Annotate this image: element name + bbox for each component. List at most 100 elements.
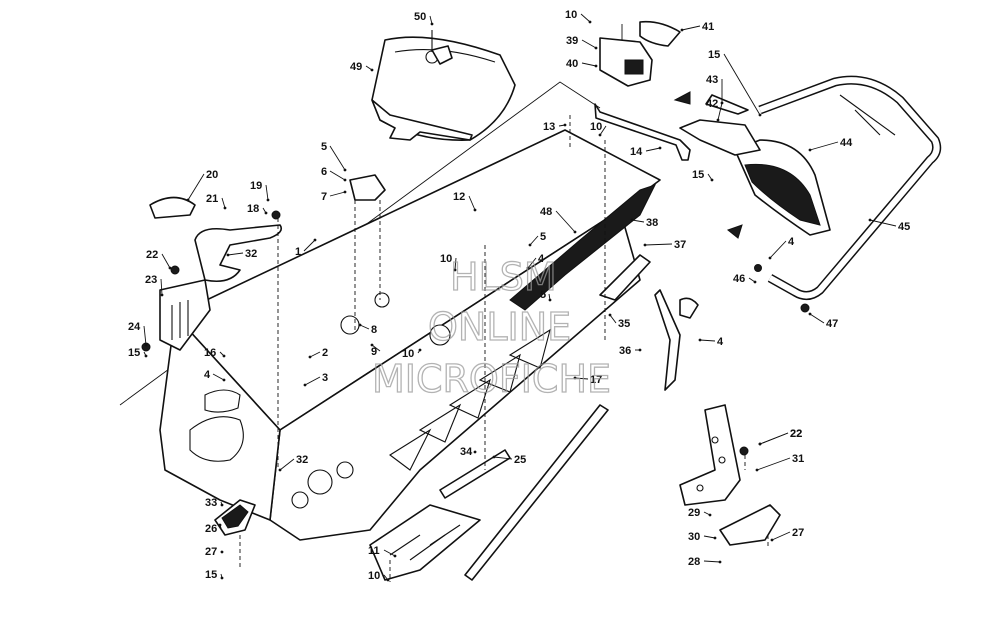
callout-leader-tip <box>573 230 577 234</box>
storage-bag <box>371 30 516 141</box>
callout-leader-tip <box>710 178 714 182</box>
callout-leader-tip <box>594 46 598 50</box>
callout-leader-tip <box>370 68 374 72</box>
callout-leader-tip <box>430 22 434 26</box>
callout-label: 4 <box>788 236 795 248</box>
callout-leader-tip <box>548 298 552 302</box>
callout-leader-tip <box>343 190 347 194</box>
callout-label: 10 <box>402 348 414 360</box>
callout-leader-tip <box>223 206 227 210</box>
callout-label: 4 <box>717 336 724 348</box>
callout-leader <box>221 197 226 209</box>
callout-label: 27 <box>205 546 217 558</box>
callout-leader <box>304 376 321 386</box>
callout-leader <box>581 62 597 67</box>
rear-flap <box>679 94 831 236</box>
callout-leader <box>703 535 716 539</box>
callout-label: 20 <box>206 169 218 181</box>
callout-leader <box>631 219 645 223</box>
callout-leader <box>699 339 716 342</box>
callout-leader-tip <box>608 313 612 317</box>
callout-label: 28 <box>688 556 700 568</box>
callout-leader-tip <box>453 268 457 272</box>
callout-label: 19 <box>250 180 262 192</box>
callout-label: 17 <box>590 374 602 386</box>
callout-label: 22 <box>790 428 802 440</box>
callout-leader-tip <box>698 338 702 342</box>
callout-leader <box>555 210 576 233</box>
callout-leader-tip <box>768 256 772 260</box>
callout-leader <box>329 191 346 197</box>
callout-label: 23 <box>145 274 157 286</box>
callout-label: 8 <box>371 324 377 336</box>
callout-label: 14 <box>630 146 643 158</box>
callout-label: 36 <box>619 345 631 357</box>
callout-leader <box>703 560 721 563</box>
callout-leader-tip <box>343 178 347 182</box>
callout-label: 30 <box>688 531 700 543</box>
callout-label: 12 <box>453 191 465 203</box>
callout-leader-tip <box>630 218 634 222</box>
callout-label: 10 <box>440 253 452 265</box>
callout-label: 15 <box>692 169 704 181</box>
callout-label: 26 <box>205 523 217 535</box>
callout-label: 49 <box>350 61 362 73</box>
callout-leader <box>454 257 457 271</box>
callout-leader-tip <box>594 64 598 68</box>
foot-pad <box>214 499 256 536</box>
watermark: HLSM ONLINE MICROFICHE <box>371 254 611 401</box>
callout-leader <box>329 170 346 181</box>
callout-leader-tip <box>753 280 757 284</box>
callout-label: 4 <box>204 369 211 381</box>
callout-label: 3 <box>322 372 328 384</box>
callout-leader-tip <box>868 218 872 222</box>
dashed-assembly-lines <box>239 115 769 582</box>
callout-leader-tip <box>343 168 347 172</box>
callout-leader <box>329 145 346 171</box>
callout-label: 2 <box>322 347 328 359</box>
callout-label: 6 <box>321 166 327 178</box>
front-grip <box>149 196 283 351</box>
callout-leader-tip <box>278 468 282 472</box>
callout-leader <box>265 184 269 201</box>
rail-bar <box>439 404 609 581</box>
callout-label: 50 <box>414 11 426 23</box>
callout-leader <box>493 456 513 460</box>
callout-leader-tip <box>226 253 230 257</box>
callout-leader-tip <box>643 243 647 247</box>
callout-leader-tip <box>220 576 224 580</box>
callout-leader <box>529 235 539 246</box>
callout-label: 34 <box>460 446 473 458</box>
callout-leader-tip <box>808 312 812 316</box>
callout-label: 15 <box>205 569 217 581</box>
callout-leader-tip <box>528 243 532 247</box>
callout-leader-tip <box>755 468 759 472</box>
callout-leader <box>574 377 589 380</box>
callout-leader <box>212 373 225 381</box>
callout-label: 29 <box>688 507 700 519</box>
callout-leader-tip <box>386 578 390 582</box>
callout-label: 33 <box>205 497 217 509</box>
callout-label: 22 <box>146 249 158 261</box>
callout-label: 10 <box>565 9 577 21</box>
watermark-line-3: MICROFICHE <box>372 357 611 401</box>
callout-label: 37 <box>674 239 686 251</box>
callout-leader <box>580 13 591 23</box>
callout-label: 32 <box>245 248 257 260</box>
callout-leader <box>143 325 147 346</box>
callout-leader-tip <box>303 383 307 387</box>
callout-leader-tip <box>758 113 762 117</box>
callout-leader-tip <box>492 455 496 459</box>
callout-leader-tip <box>222 378 226 382</box>
callout-leader <box>809 141 839 151</box>
callout-leader-tip <box>393 554 397 558</box>
callout-leader-tip <box>144 343 148 347</box>
callout-leader <box>468 195 476 211</box>
callout-label: 27 <box>792 527 804 539</box>
callout-leader <box>187 173 205 201</box>
callout-leader-tip <box>588 20 592 24</box>
callout-leader <box>681 25 701 31</box>
latch-bracket <box>599 20 681 87</box>
callout-leader-tip <box>718 560 722 564</box>
